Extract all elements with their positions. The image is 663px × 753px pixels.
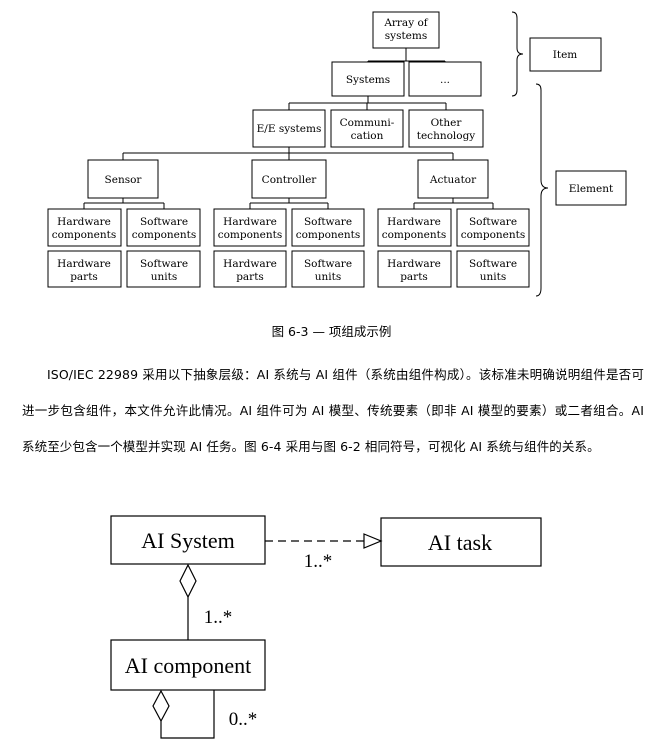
label-element: Element	[555, 170, 627, 206]
svg-text:Software: Software	[304, 258, 352, 270]
uml-ai-task-box: AI task	[380, 517, 542, 567]
uml-mult-task: 1..*	[304, 551, 333, 572]
node-ellipsis: ...	[408, 61, 482, 97]
uml-hollow-arrowhead	[363, 533, 383, 549]
node-label: systems	[385, 30, 428, 42]
svg-text:components: components	[461, 229, 526, 241]
node-ee-systems: E/E systems	[252, 109, 326, 148]
svg-text:Hardware: Hardware	[223, 258, 277, 270]
svg-text:Software: Software	[140, 258, 188, 270]
node-label: ...	[440, 74, 450, 86]
svg-text:units: units	[315, 271, 342, 283]
svg-text:parts: parts	[236, 271, 264, 283]
svg-text:components: components	[296, 229, 361, 241]
svg-text:Hardware: Hardware	[57, 216, 111, 228]
svg-text:parts: parts	[400, 271, 428, 283]
uml-self-aggregation-diamond	[152, 689, 170, 723]
node-communication: Communi- cation	[330, 109, 404, 148]
svg-text:Software: Software	[304, 216, 352, 228]
node-label: Array of	[383, 17, 428, 29]
uml-ai-component-box: AI component	[110, 639, 266, 691]
svg-text:parts: parts	[70, 271, 98, 283]
node-label: Communi-	[340, 117, 395, 129]
svg-text:Element: Element	[569, 183, 614, 195]
svg-text:Hardware: Hardware	[387, 258, 441, 270]
figure-caption: 图 6-3 — 项组成示例	[271, 324, 392, 339]
node-sensor: Sensor	[87, 159, 159, 199]
svg-text:components: components	[218, 229, 283, 241]
uml-mult-self: 0..*	[229, 709, 258, 730]
uml-self-aggregation-line	[160, 690, 215, 739]
svg-text:components: components	[132, 229, 197, 241]
node-systems: Systems	[331, 61, 405, 97]
svg-text:Software: Software	[469, 258, 517, 270]
node-other-technology: Other technology	[408, 109, 484, 148]
svg-text:units: units	[480, 271, 507, 283]
node-label: Controller	[262, 174, 318, 186]
brace-item	[511, 11, 524, 97]
label-item: Item	[529, 37, 602, 72]
node-label: cation	[351, 130, 384, 142]
svg-text:Hardware: Hardware	[223, 216, 277, 228]
brace-element	[535, 83, 549, 297]
svg-text:Software: Software	[469, 216, 517, 228]
node-label: technology	[417, 130, 476, 142]
svg-text:Software: Software	[140, 216, 188, 228]
node-label: Other	[431, 117, 463, 129]
node-array-of-systems: Array of systems	[372, 11, 440, 49]
item-hierarchy-diagram: Array of systems Systems ... E/E systems…	[47, 11, 627, 297]
uml-ai-system-box: AI System	[110, 515, 266, 565]
svg-text:components: components	[382, 229, 447, 241]
node-label: Actuator	[429, 174, 477, 186]
node-label: Sensor	[105, 174, 143, 186]
svg-text:Hardware: Hardware	[57, 258, 111, 270]
svg-text:AI task: AI task	[428, 530, 492, 555]
node-actuator: Actuator	[417, 159, 489, 199]
node-controller: Controller	[251, 159, 327, 199]
node-label: E/E systems	[257, 123, 322, 135]
svg-text:Hardware: Hardware	[387, 216, 441, 228]
svg-text:Item: Item	[553, 49, 578, 61]
uml-mult-component: 1..*	[204, 607, 233, 628]
body-paragraph: ISO/IEC 22989 采用以下抽象层级：AI 系统与 AI 组件（系统由组…	[22, 367, 644, 454]
svg-text:AI System: AI System	[141, 528, 235, 553]
svg-text:components: components	[52, 229, 117, 241]
svg-text:AI component: AI component	[125, 653, 251, 678]
uml-aggregation-diamond	[179, 563, 197, 599]
node-label: Systems	[346, 74, 390, 86]
hierarchy-connectors	[83, 48, 494, 209]
svg-text:units: units	[151, 271, 178, 283]
